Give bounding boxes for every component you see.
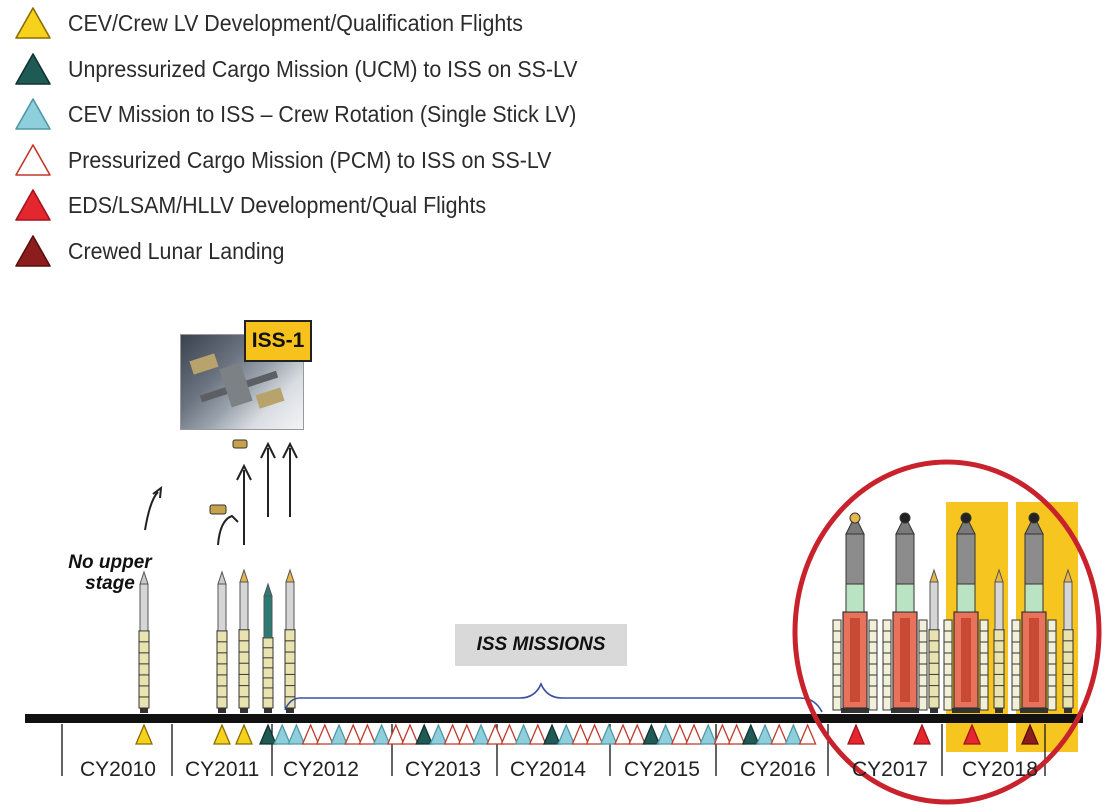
year-label-cy2016: CY2016 <box>740 758 816 782</box>
flight-marker-open-red <box>459 725 475 744</box>
flight-marker-light-blue <box>757 725 773 744</box>
flight-marker-open-red <box>800 725 816 744</box>
iss-missions-brace <box>285 684 822 712</box>
launch-arrows <box>145 444 297 545</box>
year-label-cy2018: CY2018 <box>962 758 1038 782</box>
flight-marker-light-blue <box>331 725 347 744</box>
flight-marker-yellow <box>214 725 230 744</box>
flight-marker-light-blue <box>473 725 489 744</box>
ares-i-rocket-icon <box>239 570 249 713</box>
flight-marker-light-blue <box>658 725 674 744</box>
flight-marker-open-red <box>487 725 503 744</box>
flight-marker-light-blue <box>374 725 390 744</box>
flight-marker-red <box>914 725 930 744</box>
flight-marker-open-red <box>615 725 631 744</box>
flight-marker-light-blue <box>274 725 290 744</box>
year-label-cy2010: CY2010 <box>80 758 156 782</box>
flight-marker-open-red <box>388 725 404 744</box>
year-label-cy2011: CY2011 <box>185 758 259 782</box>
flight-marker-yellow <box>136 725 152 744</box>
year-label-cy2012: CY2012 <box>283 758 359 782</box>
flight-marker-dark-teal <box>416 725 432 744</box>
flight-marker-light-blue <box>601 725 617 744</box>
flight-marker-dark-teal <box>544 725 560 744</box>
flight-marker-dark-teal <box>260 725 276 744</box>
flight-marker-dark-teal <box>743 725 759 744</box>
flight-marker-open-red <box>629 725 645 744</box>
iss-missions-label: ISS MISSIONS <box>455 624 627 666</box>
flight-marker-red <box>848 725 864 744</box>
flight-marker-light-blue <box>558 725 574 744</box>
flight-marker-open-red <box>501 725 517 744</box>
ares-i-rocket-icon <box>994 570 1004 713</box>
flight-marker-open-red <box>714 725 730 744</box>
flight-marker-open-red <box>445 725 461 744</box>
flight-marker-light-blue <box>785 725 801 744</box>
flight-marker-light-blue <box>288 725 304 744</box>
year-label-cy2014: CY2014 <box>510 758 586 782</box>
ares-i-rocket-icon <box>929 570 939 713</box>
ares-i-rocket-icon <box>1063 570 1073 713</box>
ares-i-rocket-icon <box>285 570 295 713</box>
flight-marker-dark-teal <box>643 725 659 744</box>
flight-marker-light-blue <box>700 725 716 744</box>
flight-marker-open-red <box>771 725 787 744</box>
year-label-cy2013: CY2013 <box>405 758 481 782</box>
no-upper-stage-label: No upper stage <box>55 552 165 594</box>
flight-marker-open-red <box>303 725 319 744</box>
timeline-bar <box>25 714 1083 723</box>
year-label-cy2015: CY2015 <box>624 758 700 782</box>
flight-marker-open-red <box>359 725 375 744</box>
ares-v-rocket-icon <box>833 513 877 713</box>
flight-marker-yellow <box>236 725 252 744</box>
flight-marker-open-red <box>530 725 546 744</box>
ares-i-rocket-icon <box>263 584 273 713</box>
year-label-cy2017: CY2017 <box>852 758 928 782</box>
flight-marker-open-red <box>686 725 702 744</box>
flight-marker-light-blue <box>516 725 532 744</box>
flight-marker-open-red <box>672 725 688 744</box>
ares-v-rocket-icon <box>883 513 927 713</box>
flight-marker-open-red <box>402 725 418 744</box>
flight-marker-open-red <box>729 725 745 744</box>
iss-1-badge: ISS-1 <box>244 320 312 362</box>
flight-marker-open-red <box>317 725 333 744</box>
flight-marker-open-red <box>345 725 361 744</box>
flight-marker-open-red <box>572 725 588 744</box>
ares-i-rocket-icon <box>217 572 227 713</box>
flight-marker-open-red <box>587 725 603 744</box>
flight-marker-light-blue <box>430 725 446 744</box>
